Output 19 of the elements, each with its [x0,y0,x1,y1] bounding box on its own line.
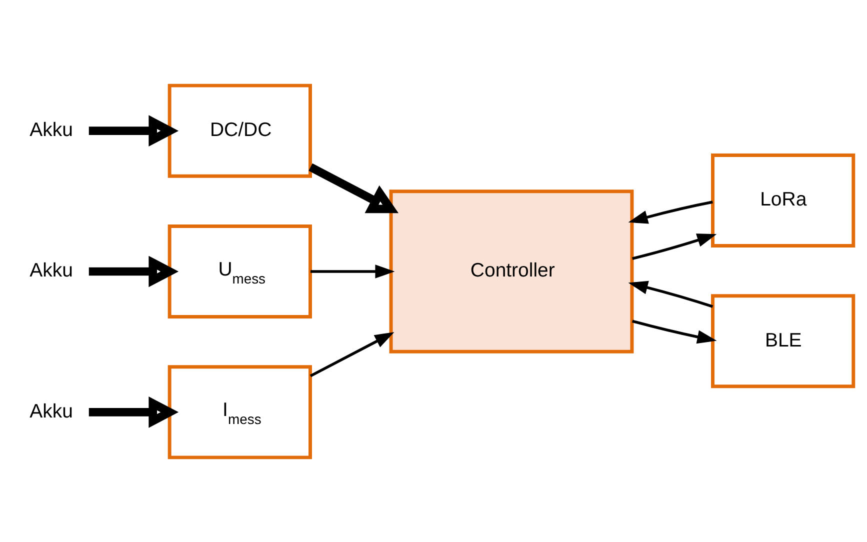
arrow [88,114,179,146]
node-box: LoRa [711,152,856,247]
arrow [628,280,714,308]
arrow [88,255,179,287]
arrow [308,162,398,213]
arrow [632,233,717,260]
node-box: U$_{mess}$ [168,224,312,318]
node-box: DC/DC [168,83,312,178]
arrow [88,396,179,428]
node-text: Akku [30,259,73,282]
node-text: Akku [30,118,73,140]
node-box: BLE [711,294,856,388]
arrow [628,200,713,224]
arrow [632,319,717,344]
arrow [310,264,395,278]
arrow [310,332,394,377]
node-box: I$_{mess}$ [168,364,312,459]
node-box: Controller [389,189,634,353]
node-text: Akku [30,400,73,422]
